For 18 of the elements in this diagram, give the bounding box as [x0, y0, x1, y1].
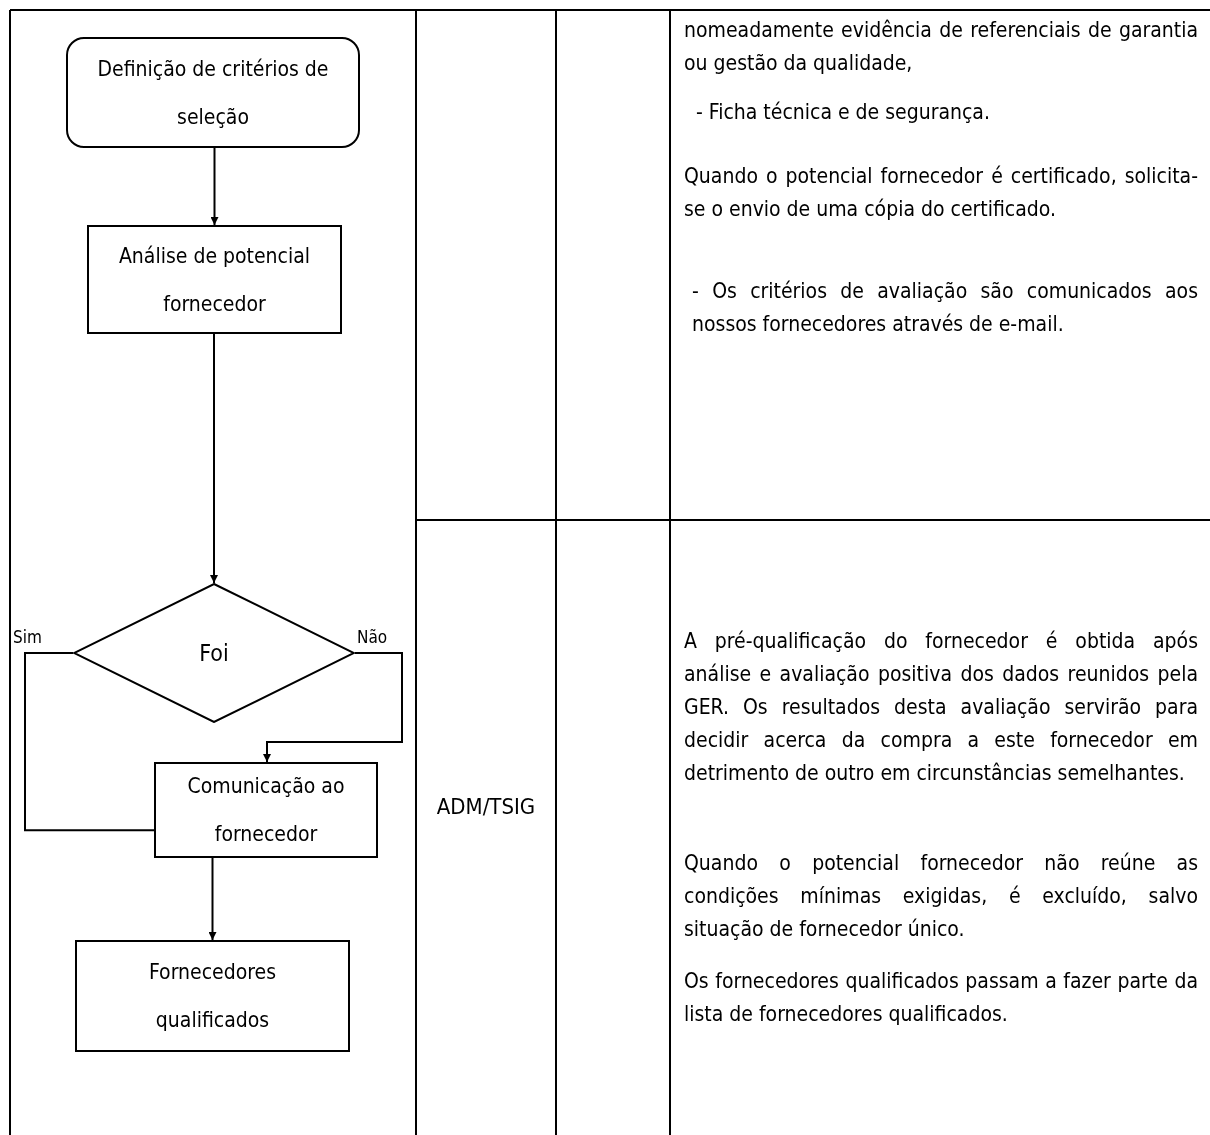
process-box: Fornecedores qualificados: [75, 940, 350, 1052]
role-label: ADM/TSIG: [435, 793, 537, 821]
description-text: nomeadamente evidência de referenciais de garantia ou gestão da qualidade,: [684, 17, 1198, 77]
arrow: [210, 333, 218, 584]
arrow: [210, 147, 219, 226]
arrow: [208, 857, 217, 941]
description-text: Quando o potencial fornecedor é certificado, solicita-se o envio de uma cópia do certificado.: [684, 163, 1198, 223]
process-box: Análise de potencial fornecedor: [87, 225, 342, 334]
arrow: [263, 652, 403, 763]
connector-line: [24, 652, 155, 832]
decision-diamond: Foi: [73, 583, 355, 723]
description-text: Quando o potencial fornecedor não reúne as condições mínimas exigidas, é excluído, salvo situação de fornecedor único.: [684, 850, 1198, 943]
start-box: Definição de critérios de seleção: [66, 37, 360, 148]
description-text: A pré-qualificação do fornecedor é obtida após análise e avaliação positiva dos dados reunidos pela GER. Os resultados desta avaliação servirão para decidir acerca da compra a este fornecedor em detrimento de outro em circunstâncias semelhantes.: [684, 628, 1198, 787]
process-box: Comunicação ao fornecedor: [154, 762, 378, 858]
description-text: Os fornecedores qualificados passam a fazer parte da lista de fornecedores qualificados.: [684, 968, 1198, 1028]
description-text: - Ficha técnica e de segurança.: [695, 99, 991, 126]
description-text: - Os critérios de avaliação são comunicados aos nossos fornecedores através de e-mail.: [691, 278, 1198, 338]
